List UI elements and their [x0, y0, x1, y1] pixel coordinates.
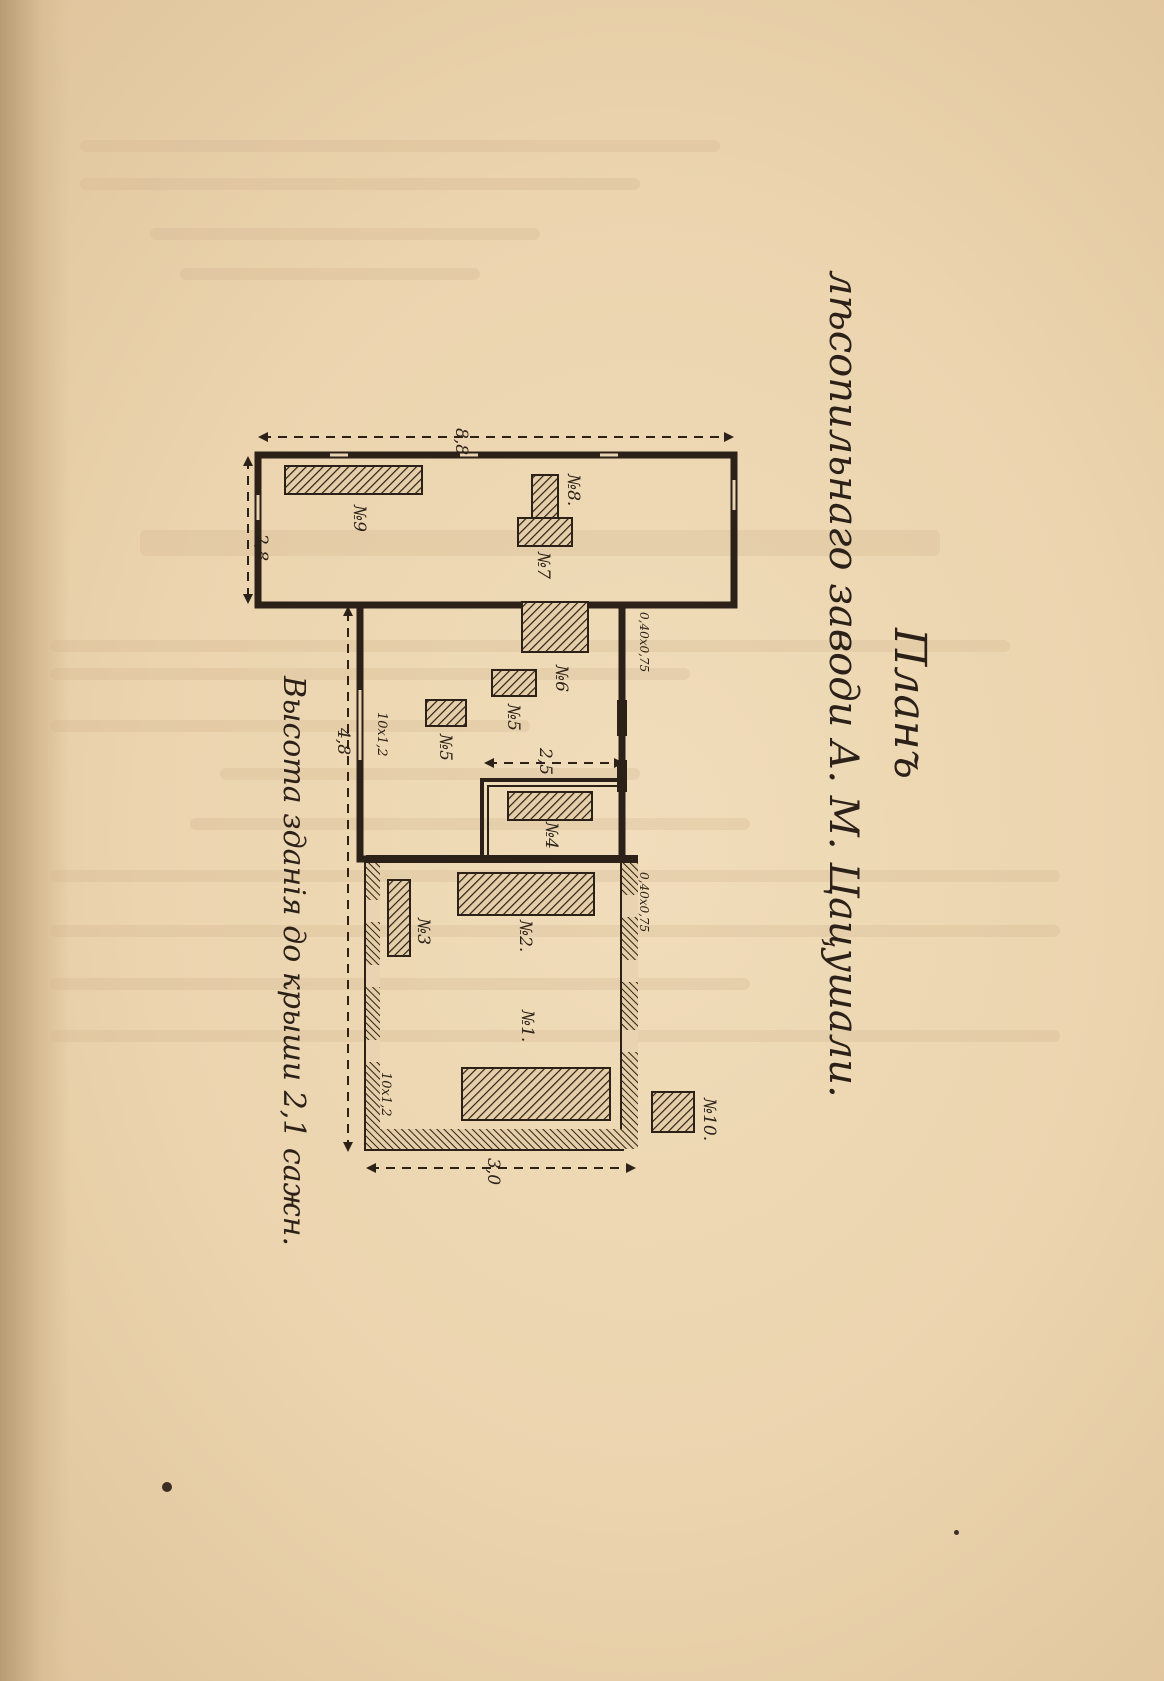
title-line2: лѣсопильнаго заводи А. М. Цацушали.	[820, 270, 866, 1098]
dim-opening-a: 10х1,2	[374, 712, 389, 757]
machine-1	[461, 1067, 611, 1121]
machine-5a	[425, 699, 467, 727]
machine-7	[517, 517, 573, 547]
paper-speck	[954, 1530, 959, 1535]
machine-3	[387, 879, 411, 957]
machine-5b	[491, 669, 537, 697]
machine-9	[284, 465, 423, 495]
book-spine-shadow	[0, 0, 70, 1681]
equipment-blocks	[284, 465, 695, 1133]
label-n7: №7	[533, 551, 553, 579]
label-n10: №10.	[699, 1097, 719, 1141]
label-n1: №1.	[517, 1009, 537, 1042]
dim-middle-height: 4,8	[333, 727, 353, 755]
dimension-arrows	[243, 432, 734, 1173]
machine-4	[507, 791, 593, 821]
dim-top-width: 8,8	[451, 428, 471, 455]
dim-opening-b: 10х1,2	[378, 1072, 393, 1117]
dimension-lines	[247, 436, 730, 1169]
dim-top-height: 2,8	[251, 533, 271, 561]
label-n6: №6	[551, 664, 571, 692]
paper-speck	[162, 1482, 172, 1492]
dim-inner-width: 2,5	[535, 747, 555, 775]
machine-8	[531, 474, 559, 520]
machine-2	[457, 872, 595, 916]
label-n4: №4	[541, 821, 561, 849]
dimension-labels: 8,8 2,8 4,8 3,0 2,5 10х1,2 10х1,2 0,40х0…	[251, 428, 651, 1185]
label-n5b: №5	[503, 703, 523, 731]
building-bottom	[364, 855, 638, 1151]
label-n5a: №5	[435, 733, 455, 761]
room-labels: №9 №8. №7 №6 №5 №5 №4 №3 №2. №1. №10.	[349, 473, 719, 1141]
dim-opening-d: 0,40х0,75	[637, 872, 651, 932]
machine-6	[521, 601, 589, 653]
height-caption: Высота зданiя до крыши 2,1 сажн.	[276, 675, 311, 1246]
label-n3: №3	[413, 917, 433, 945]
label-n2: №2.	[515, 919, 535, 952]
label-n9: №9	[349, 504, 369, 532]
dim-bottom-width: 3,0	[483, 1158, 503, 1185]
plan-title: Планъ лѣсопильнаго заводи А. М. Цацушали…	[820, 270, 935, 1098]
title-line1: Планъ	[884, 627, 935, 779]
machine-10	[651, 1091, 695, 1133]
label-n8: №8.	[563, 473, 583, 506]
dim-opening-c: 0,40х0,75	[637, 612, 651, 672]
